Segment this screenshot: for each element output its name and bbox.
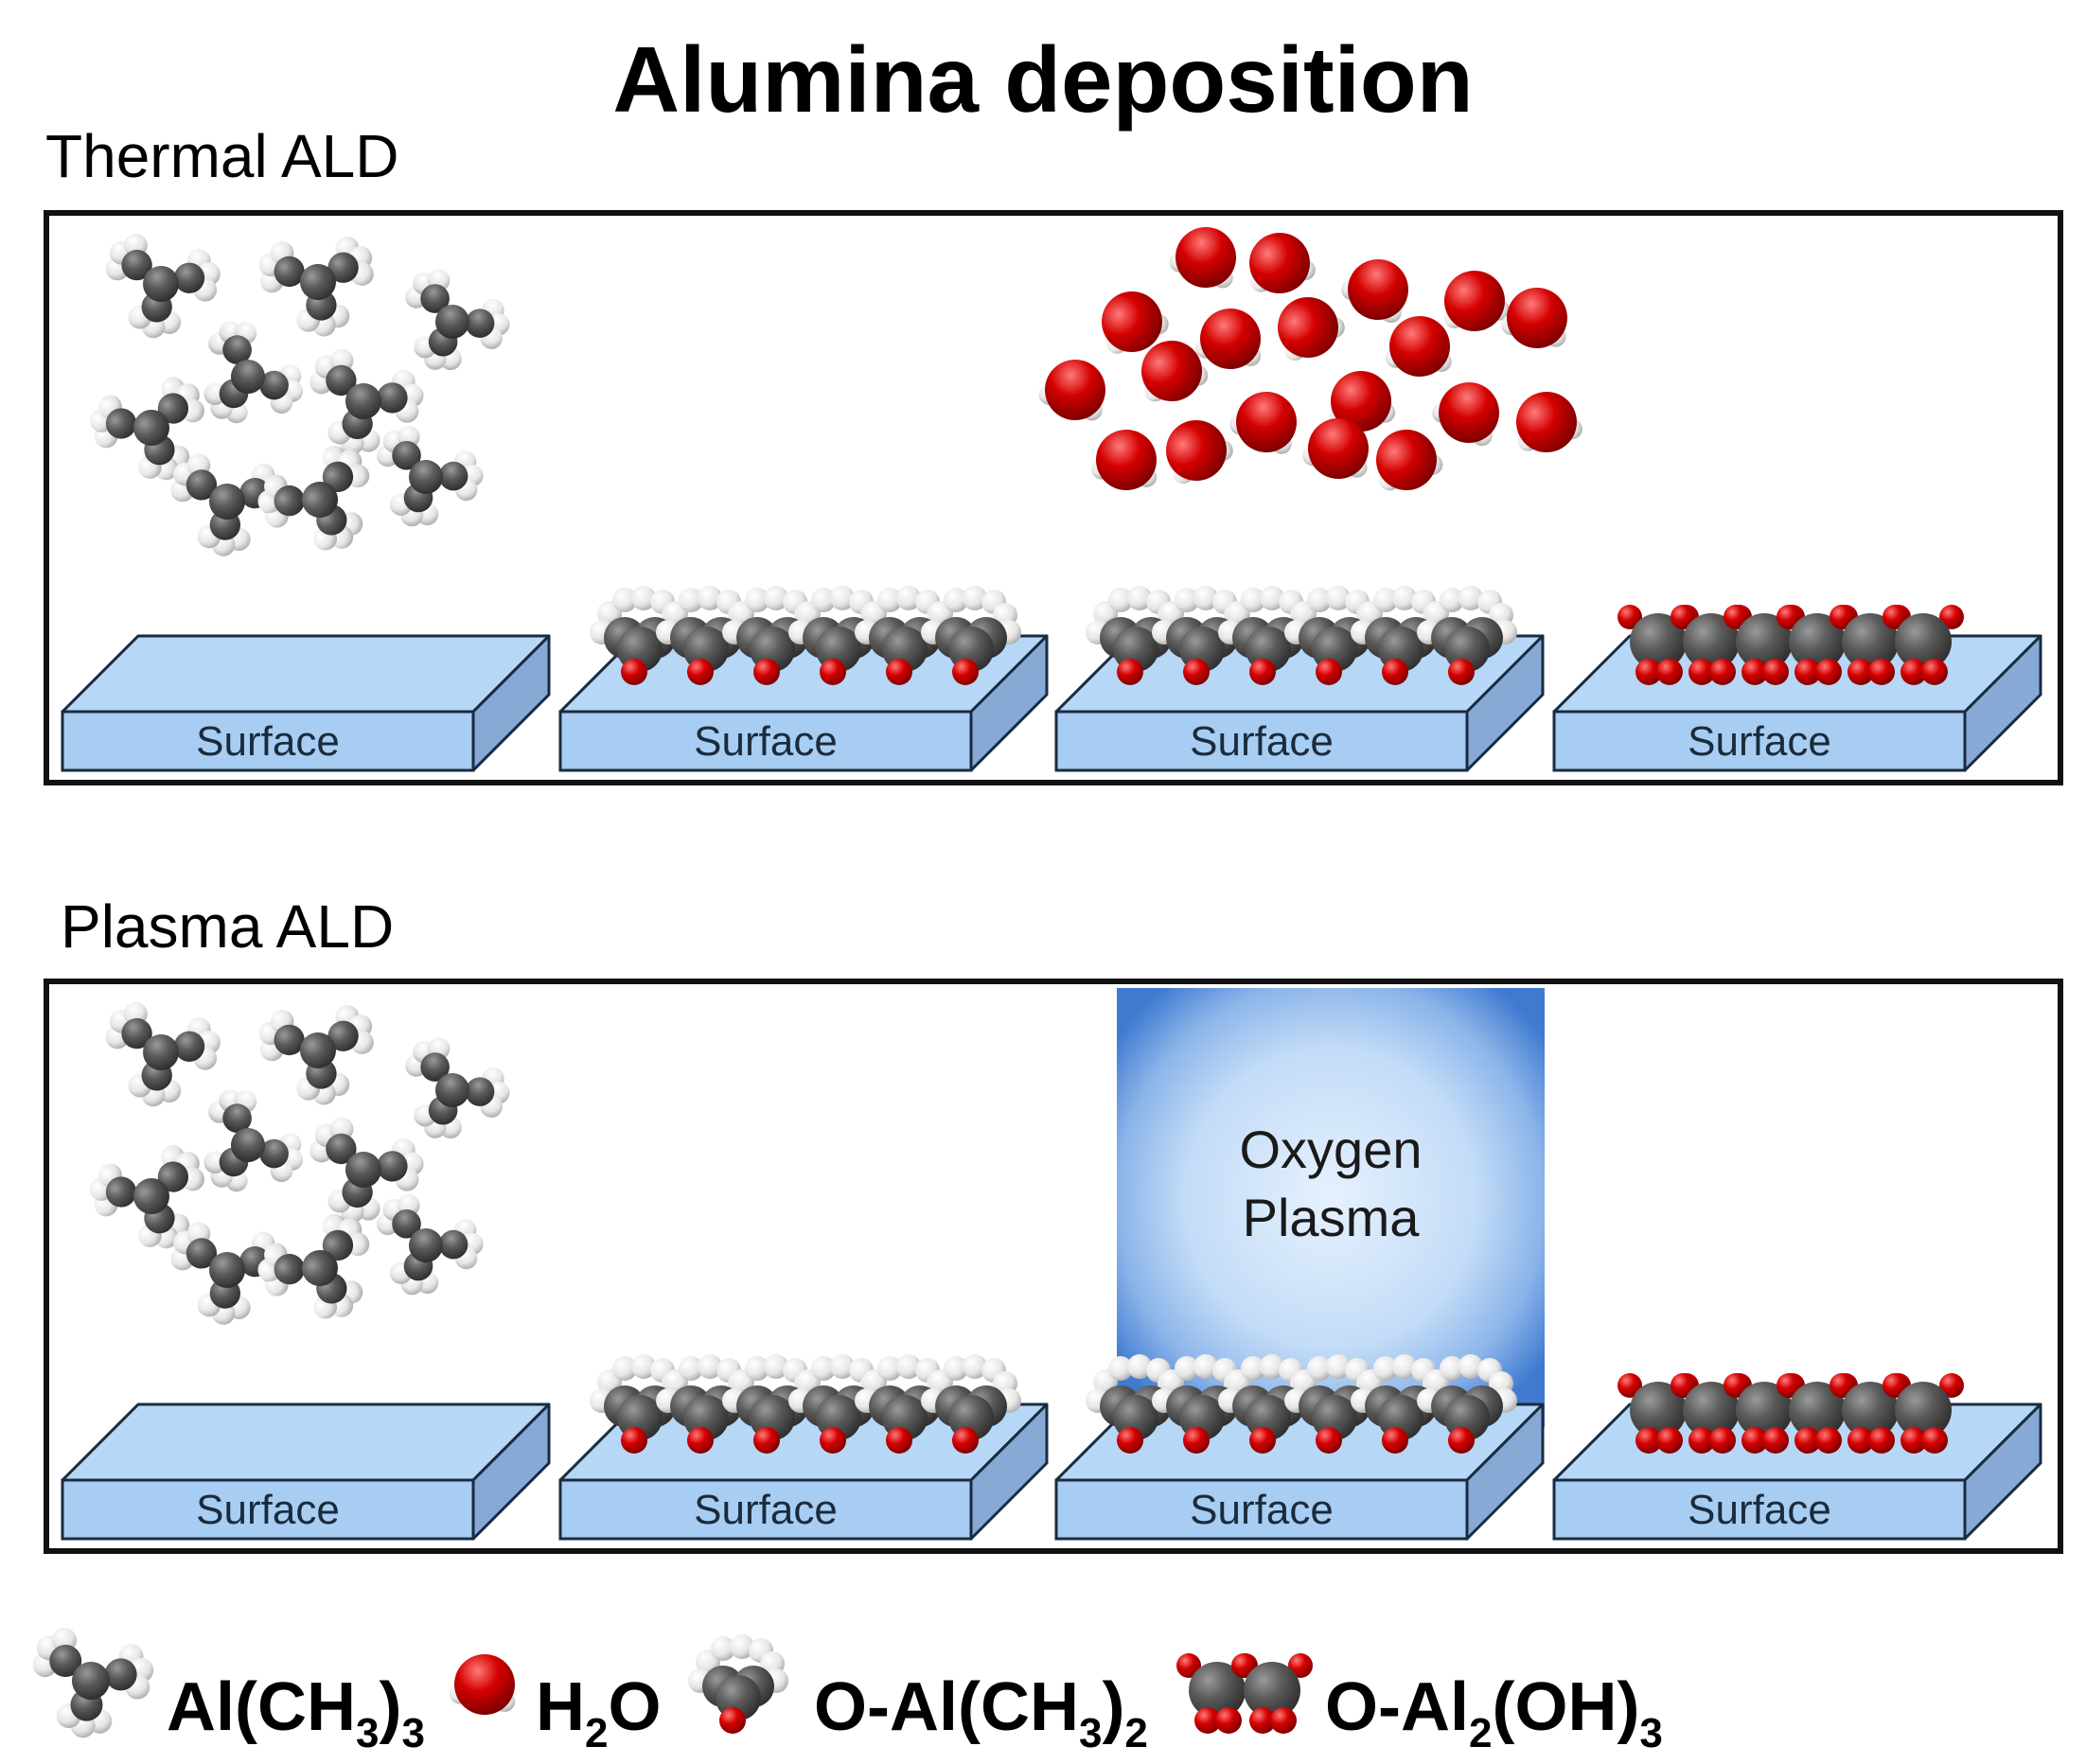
water-molecule xyxy=(1516,392,1582,452)
trimethylaluminum-molecule xyxy=(309,1117,424,1224)
diagram-title: Alumina deposition xyxy=(612,27,1474,132)
water-molecule xyxy=(1278,297,1345,362)
trimethylaluminum-molecule-icon xyxy=(32,1628,154,1738)
surface-slab: Surface xyxy=(61,1402,551,1541)
legend-label-2: O-Al(CH3)2 xyxy=(814,1669,1148,1756)
water-molecule xyxy=(1141,341,1209,402)
o-al-ch3-2-group xyxy=(1417,1354,1517,1454)
o-al-ch3-2-group-icon xyxy=(688,1634,788,1734)
o-al2-oh3-part xyxy=(1231,1653,1313,1734)
trimethylaluminum-molecule xyxy=(89,377,204,481)
trimethylaluminum-molecule xyxy=(105,1001,221,1107)
water-molecule xyxy=(1229,392,1297,454)
o-al2-oh3-group xyxy=(1883,1373,1964,1454)
water-molecule xyxy=(1090,430,1158,490)
o-al-ch3-2-group xyxy=(1417,586,1517,685)
water-molecule-icon xyxy=(449,1654,516,1715)
trimethylaluminum-molecule xyxy=(258,236,374,337)
surface-label: Surface xyxy=(1190,1487,1334,1533)
water-molecule xyxy=(1341,259,1408,324)
legend-label-1: H2O xyxy=(536,1669,662,1756)
o-al2-oh3-group xyxy=(1883,605,1964,685)
o-al-ch3-2-group xyxy=(921,586,1021,685)
o-al2-oh3-group xyxy=(1724,1373,1805,1454)
water-molecule xyxy=(1376,430,1443,491)
surface-slab: Surface xyxy=(558,1402,1049,1541)
surface-label: Surface xyxy=(694,718,838,765)
water-molecule xyxy=(1385,316,1452,377)
water-molecule xyxy=(1501,288,1567,348)
trimethylaluminum-molecule xyxy=(377,425,484,527)
water-molecule xyxy=(1169,227,1236,289)
water-molecule xyxy=(1443,271,1511,331)
trimethylaluminum-molecule xyxy=(309,348,424,455)
surface-label: Surface xyxy=(1688,718,1831,765)
water-molecule xyxy=(1302,418,1369,479)
surface-label: Surface xyxy=(694,1487,838,1533)
o-al2-oh3-group-icon xyxy=(1176,1653,1313,1734)
water-molecule xyxy=(1166,420,1233,485)
water-molecule xyxy=(1038,360,1105,421)
water-molecule xyxy=(1432,382,1499,447)
surface-label: Surface xyxy=(1688,1487,1831,1533)
trimethylaluminum-molecule xyxy=(258,1004,374,1105)
o-al-ch3-2-group xyxy=(1218,586,1318,685)
trimethylaluminum-molecule xyxy=(203,321,304,424)
o-al2-oh3-group xyxy=(1671,1373,1752,1454)
surface-label: Surface xyxy=(1190,718,1334,765)
trimethylaluminum-molecule xyxy=(257,1213,370,1319)
o-al-ch3-2-group xyxy=(921,1354,1021,1454)
trimethylaluminum-molecule xyxy=(105,233,221,339)
thermal-ald-label: Thermal ALD xyxy=(45,122,399,190)
plasma-label-line1: Oxygen xyxy=(1240,1120,1423,1179)
water-molecule xyxy=(1194,309,1262,369)
water-molecule xyxy=(1249,233,1316,293)
o-al2-oh3-group xyxy=(1830,605,1911,685)
surface-label: Surface xyxy=(196,1487,340,1533)
trimethylaluminum-molecule xyxy=(405,269,510,371)
legend-label-3: O-Al2(OH)3 xyxy=(1325,1669,1663,1756)
trimethylaluminum-molecule xyxy=(203,1089,304,1192)
surface-label: Surface xyxy=(196,718,340,765)
trimethylaluminum-molecule xyxy=(405,1037,510,1139)
trimethylaluminum-molecule xyxy=(377,1193,484,1296)
water-molecule xyxy=(1102,291,1169,354)
trimethylaluminum-molecule xyxy=(89,1145,204,1249)
plasma-ald-label: Plasma ALD xyxy=(61,892,395,961)
legend-label-0: Al(CH3)3 xyxy=(167,1669,425,1756)
plasma-label-line2: Plasma xyxy=(1243,1188,1421,1247)
trimethylaluminum-molecule xyxy=(257,445,370,551)
surface-slab: Surface xyxy=(61,634,551,772)
